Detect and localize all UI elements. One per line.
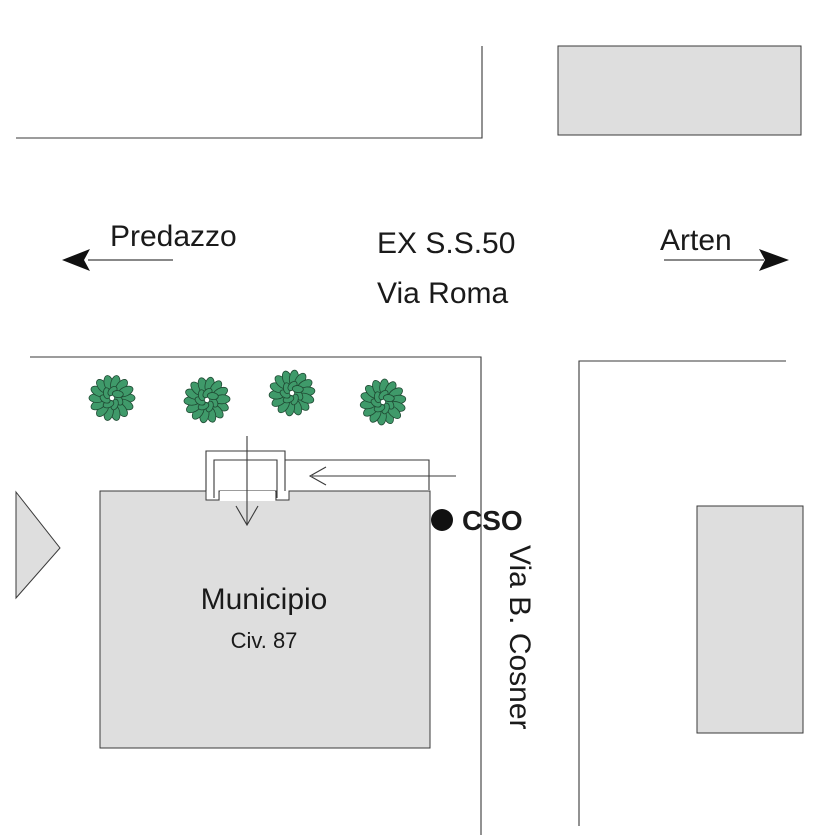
direction-west: Predazzo [62, 220, 237, 271]
direction-east: Arten [660, 224, 789, 271]
building-name: Municipio [201, 583, 328, 616]
tree-icon [359, 378, 407, 426]
right-building [696, 505, 804, 734]
main-road-name-line1: EX S.S.50 [377, 227, 515, 260]
upper-left-block-edge [16, 46, 483, 139]
tree-icon [88, 375, 136, 421]
municipio-building [99, 490, 431, 749]
building-civic-number: Civ. 87 [231, 628, 298, 653]
left-neighbour-building [15, 490, 61, 600]
lower-right-block-edge [578, 360, 786, 826]
cso-marker-dot [431, 509, 453, 531]
access-arrow-left-icon [308, 466, 327, 486]
entrance-canopy-outer [205, 450, 286, 491]
cso-label: CSO [462, 505, 523, 536]
entrance-canopy-inner [213, 459, 278, 498]
side-road-name: Via B. Cosner [503, 545, 536, 730]
tree-icon [268, 369, 316, 417]
entrance-arrow-down-icon [235, 505, 259, 527]
direction-west-label: Predazzo [110, 220, 237, 253]
upper-right-building [557, 45, 802, 136]
arrow-right-head-icon [759, 249, 789, 271]
lower-left-block-edge [30, 356, 482, 835]
arrow-left-head-icon [62, 249, 90, 271]
tree-icon [183, 376, 231, 424]
access-path [285, 459, 430, 490]
tree-row [88, 369, 407, 426]
direction-east-label: Arten [660, 224, 732, 257]
main-road-name-line2: Via Roma [377, 277, 508, 310]
